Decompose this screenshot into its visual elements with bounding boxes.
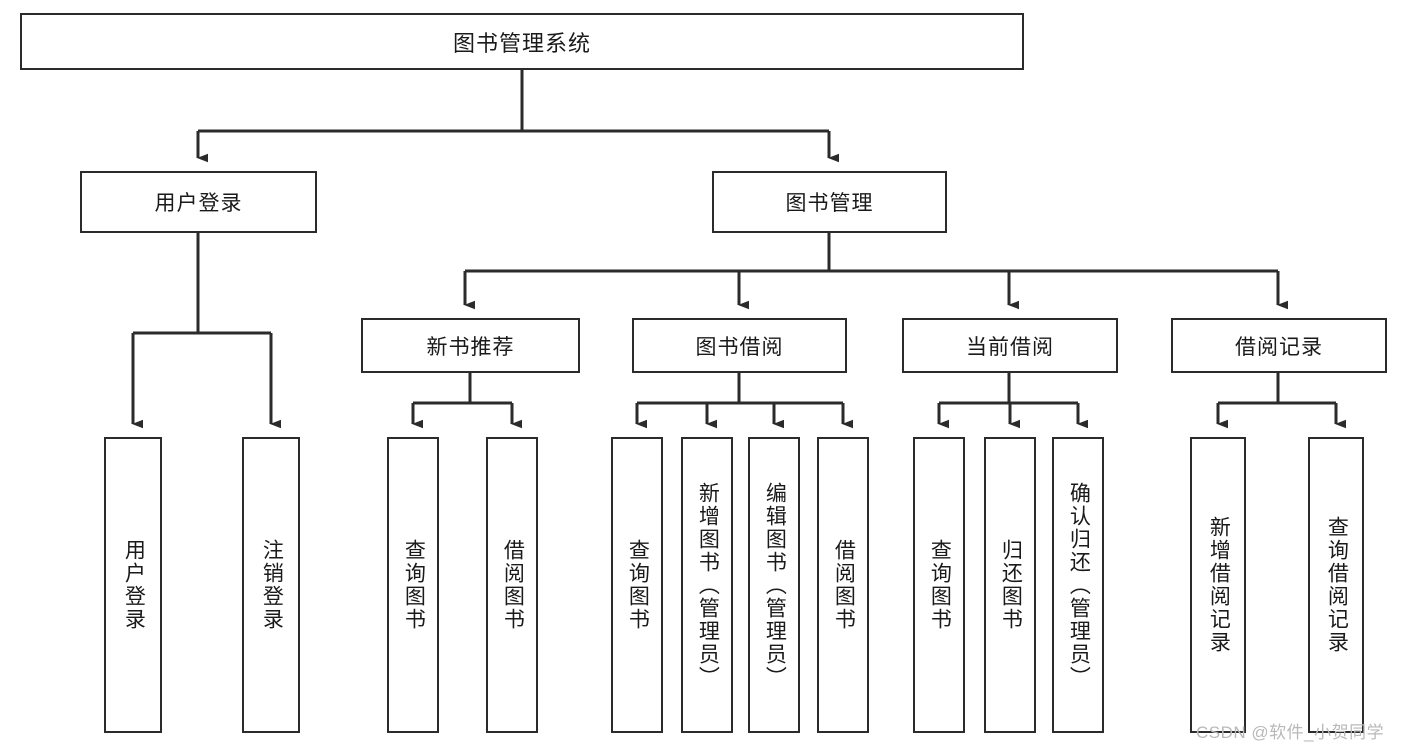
node-label: 注销登录	[260, 539, 284, 631]
node-leaf-edit-book[interactable]: 编辑图书（管理员）	[748, 437, 800, 733]
node-label: 新增图书（管理员）	[696, 481, 720, 689]
node-leaf-user-logout[interactable]: 注销登录	[242, 437, 300, 733]
node-label: 当前借阅	[966, 335, 1054, 359]
node-label: 新书推荐	[426, 335, 515, 359]
node-root[interactable]: 图书管理系统	[20, 13, 1024, 70]
node-label: 归还图书	[999, 539, 1023, 631]
node-label: 用户登录	[122, 539, 146, 631]
node-book-borrow[interactable]: 图书借阅	[632, 318, 847, 373]
node-label: 图书管理系统	[452, 30, 591, 56]
node-leaf-borrow-book-rec[interactable]: 借阅图书	[486, 437, 538, 733]
node-borrow-record[interactable]: 借阅记录	[1171, 318, 1387, 373]
node-label: 图书借阅	[695, 335, 784, 359]
node-label: 新增借阅记录	[1207, 516, 1231, 654]
node-leaf-query-book-borrow[interactable]: 查询图书	[611, 437, 663, 733]
node-label: 用户登录	[154, 192, 243, 215]
node-leaf-add-record[interactable]: 新增借阅记录	[1190, 437, 1246, 733]
node-label: 查询图书	[626, 539, 650, 631]
node-leaf-query-book-rec[interactable]: 查询图书	[387, 437, 439, 733]
csdn-watermark: CSDN @软件_小贺同学	[1196, 723, 1385, 742]
node-leaf-borrow-book[interactable]: 借阅图书	[817, 437, 869, 733]
node-label: 借阅图书	[832, 539, 856, 631]
node-current-borrow[interactable]: 当前借阅	[902, 318, 1118, 373]
node-leaf-query-book-cur[interactable]: 查询图书	[913, 437, 965, 733]
node-leaf-confirm-return[interactable]: 确认归还（管理员）	[1052, 437, 1104, 733]
node-leaf-return-book[interactable]: 归还图书	[984, 437, 1036, 733]
node-user-login[interactable]: 用户登录	[80, 171, 317, 233]
node-label: 查询图书	[928, 539, 952, 631]
node-label: 借阅图书	[501, 539, 525, 631]
node-label: 查询借阅记录	[1325, 516, 1349, 654]
node-label: 借阅记录	[1235, 335, 1323, 359]
node-label: 查询图书	[402, 539, 426, 631]
node-leaf-user-login[interactable]: 用户登录	[104, 437, 162, 733]
node-label: 编辑图书（管理员）	[763, 481, 787, 689]
node-leaf-add-book[interactable]: 新增图书（管理员）	[681, 437, 733, 733]
node-new-book-rec[interactable]: 新书推荐	[361, 318, 580, 373]
node-leaf-query-record[interactable]: 查询借阅记录	[1308, 437, 1364, 733]
node-book-manage[interactable]: 图书管理	[712, 171, 947, 233]
node-label: 图书管理	[785, 192, 874, 215]
node-label: 确认归还（管理员）	[1067, 481, 1091, 689]
